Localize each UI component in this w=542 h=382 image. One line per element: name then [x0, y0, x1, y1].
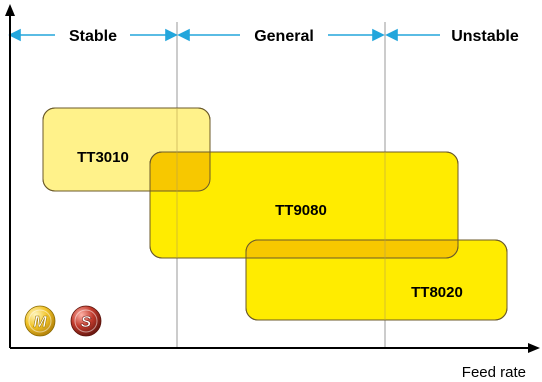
grade-label-tt9080: TT9080 — [275, 202, 327, 219]
y-axis-arrowhead — [5, 4, 15, 16]
grade-label-tt8020: TT8020 — [411, 284, 463, 301]
zone-label-unstable: Unstable — [451, 28, 519, 45]
material-s-icon: S — [70, 305, 102, 337]
x-axis-label: Feed rate — [462, 364, 526, 381]
zone-arrows — [8, 28, 440, 42]
zone-label-stable: Stable — [69, 28, 117, 45]
material-s-letter: S — [81, 314, 92, 331]
material-m-icon: M — [24, 305, 56, 337]
x-axis-arrowhead — [528, 343, 540, 353]
grade-label-tt3010: TT3010 — [77, 149, 129, 166]
material-m-letter: M — [33, 314, 47, 331]
axes — [5, 4, 540, 353]
zone-label-general: General — [254, 28, 314, 45]
